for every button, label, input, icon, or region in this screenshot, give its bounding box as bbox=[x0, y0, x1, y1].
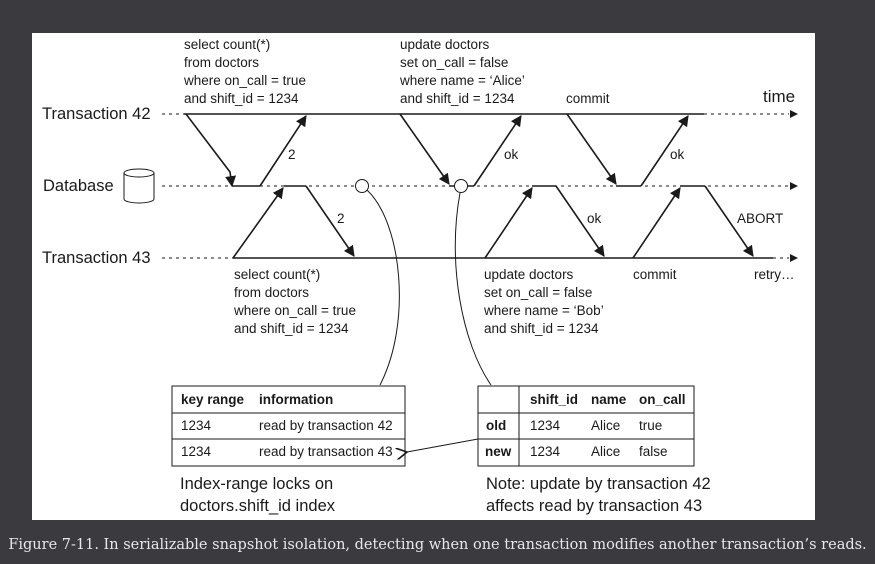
lock-connector-curve bbox=[366, 189, 400, 386]
t43-commit-response bbox=[704, 185, 754, 257]
doctor-table-cell: 1234 bbox=[530, 418, 561, 433]
doctor-table-row-label-old: old bbox=[486, 418, 506, 433]
t42-update-ok: ok bbox=[504, 147, 519, 162]
lock-table-header-information: information bbox=[259, 392, 333, 407]
t42-commit-ok: ok bbox=[670, 147, 685, 162]
doctor-table-row-label-new: new bbox=[485, 444, 512, 459]
doctor-table: shift_id name on_call old 1234 Alice tru… bbox=[477, 385, 695, 467]
write-marker bbox=[454, 179, 468, 193]
t43-read-result: 2 bbox=[337, 211, 345, 226]
t43-retry-label: retry… bbox=[754, 267, 795, 282]
diagram-figure: Transaction 42 Database Transaction 43 t… bbox=[32, 33, 815, 520]
lock-table-cell: read by transaction 43 bbox=[259, 444, 393, 459]
t43-read-response bbox=[305, 185, 355, 257]
database-icon bbox=[123, 168, 155, 204]
t42-update-request bbox=[399, 113, 450, 185]
t43-update-request bbox=[484, 187, 533, 259]
figure-caption: Figure 7-11. In serializable snapshot is… bbox=[8, 537, 867, 553]
t42-commit-response bbox=[640, 115, 689, 187]
t42-update-response bbox=[473, 115, 522, 187]
lock-table-cell: read by transaction 42 bbox=[259, 418, 393, 433]
t43-select-query: select count(*) from doctors where on_ca… bbox=[233, 267, 360, 336]
time-label: time bbox=[763, 87, 795, 106]
t42-read-request bbox=[185, 113, 237, 188]
t43-read-request bbox=[232, 187, 284, 259]
t42-read-result: 2 bbox=[288, 147, 296, 162]
t43-abort-label: ABORT bbox=[737, 211, 783, 226]
t42-update-query: update doctors set on_call = false where… bbox=[399, 37, 528, 106]
lock-table-cell: 1234 bbox=[181, 418, 212, 433]
timeline-t42 bbox=[162, 110, 798, 118]
notify-arrow bbox=[407, 438, 479, 452]
doctor-table-note: Note: update by transaction 42 affects r… bbox=[486, 475, 715, 515]
t43-update-query: update doctors set on_call = false where… bbox=[483, 267, 607, 336]
t43-commit-label: commit bbox=[633, 267, 677, 282]
timeline-database bbox=[162, 182, 798, 190]
lock-table-note: Index-range locks on doctors.shift_id in… bbox=[180, 475, 338, 515]
lock-table-cell: 1234 bbox=[181, 444, 212, 459]
doctor-table-cell: false bbox=[639, 444, 668, 459]
doctor-table-cell: true bbox=[639, 418, 662, 433]
lane-label-database: Database bbox=[43, 177, 114, 195]
doctor-table-header-on-call: on_call bbox=[639, 392, 686, 407]
doctor-table-cell: 1234 bbox=[530, 444, 561, 459]
t42-read-response bbox=[259, 115, 307, 187]
t42-commit-label: commit bbox=[566, 91, 610, 106]
lock-table-header-key-range: key range bbox=[181, 392, 245, 407]
doctor-table-header-shift-id: shift_id bbox=[530, 392, 578, 407]
lane-label-t43: Transaction 43 bbox=[42, 249, 151, 267]
write-connector-curve bbox=[454, 192, 492, 386]
t42-select-query: select count(*) from doctors where on_ca… bbox=[183, 37, 310, 106]
doctor-table-header-name: name bbox=[591, 392, 627, 407]
lane-label-t42: Transaction 42 bbox=[42, 105, 151, 123]
timeline-t43 bbox=[162, 254, 798, 262]
lock-table: key range information 1234 read by trans… bbox=[171, 385, 406, 467]
t43-update-ok: ok bbox=[587, 211, 602, 226]
ssi-diagram: Transaction 42 Database Transaction 43 t… bbox=[42, 37, 798, 515]
t43-update-response bbox=[555, 185, 605, 257]
doctor-table-cell: Alice bbox=[591, 444, 620, 459]
doctor-table-cell: Alice bbox=[591, 418, 620, 433]
t42-commit-request bbox=[566, 113, 617, 185]
read-lock-marker bbox=[355, 179, 369, 193]
t43-commit-request bbox=[632, 187, 681, 259]
